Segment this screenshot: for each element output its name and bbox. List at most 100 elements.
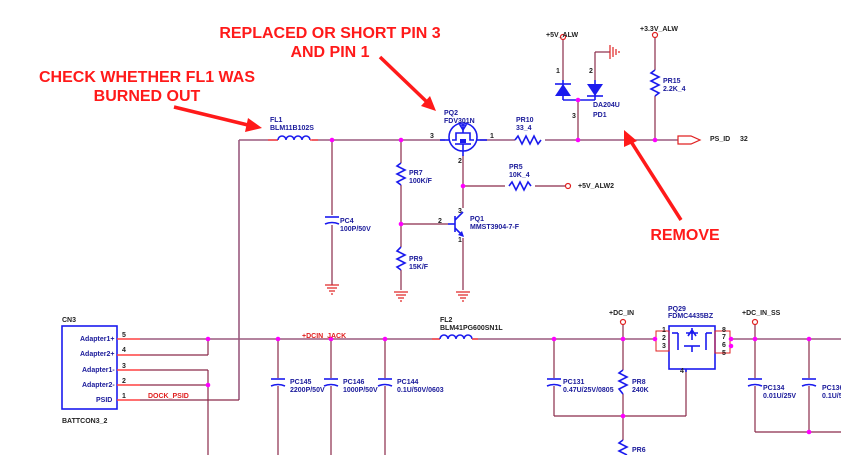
- ground-icon: [456, 291, 470, 302]
- power-node-dc-in: [619, 318, 627, 326]
- pr7-ref: PR7: [409, 170, 423, 177]
- net-ps-id-page: 32: [740, 136, 748, 143]
- pc136-capacitor[interactable]: [801, 378, 817, 387]
- pc144-capacitor[interactable]: [377, 378, 393, 387]
- pr8-resistor[interactable]: [617, 369, 629, 395]
- pq29-mosfet[interactable]: [655, 325, 731, 372]
- pq1-value: MMST3904-7-F: [470, 224, 520, 231]
- ps-id-offpage-connector[interactable]: [677, 135, 702, 145]
- fl2-value: BLM41PG600SN1L: [440, 325, 503, 332]
- pq29-value: FDMC4435BZ: [668, 313, 714, 320]
- pc136-value: 0.1U/5: [822, 393, 841, 400]
- pq29-ref: PQ29: [668, 306, 686, 313]
- power-node-5v-alw2: [564, 182, 572, 190]
- pr5-ref: PR5: [509, 164, 523, 171]
- pq29-pin: 6: [722, 342, 726, 349]
- cn3-pin-name: Adapter1+: [80, 336, 115, 343]
- pd1-pin-1: 1: [556, 68, 560, 75]
- pc131-value: 0.47U/25V/0805: [563, 387, 614, 394]
- cn3-pin-name: PSID: [96, 397, 113, 404]
- pr6-ref: PR6: [632, 447, 646, 454]
- arrow-to-fl1: [173, 105, 262, 132]
- power-node-dc-in-ss: [751, 318, 759, 326]
- net-dcin-jack: +DCIN_JACK: [302, 333, 347, 340]
- pq29-pin: 7: [722, 334, 726, 341]
- pc4-capacitor[interactable]: [324, 216, 340, 225]
- pc145-capacitor[interactable]: [270, 378, 286, 387]
- pc146-ref: PC146: [343, 379, 365, 386]
- pc136-ref: PC136: [822, 385, 841, 392]
- net-dc-in: +DC_IN: [609, 310, 635, 317]
- pr10-value: 33_4: [516, 125, 532, 132]
- pr7-value: 100K/F: [409, 178, 432, 185]
- upper-wires: [238, 38, 678, 400]
- pc144-value: 0.1U/50V/0603: [397, 387, 444, 394]
- pq2-mosfet[interactable]: [440, 122, 487, 156]
- fl1-ref: FL1: [270, 117, 283, 124]
- cn3-pin-num: 5: [122, 332, 126, 339]
- pr10-resistor[interactable]: [514, 134, 542, 146]
- pc131-ref: PC131: [563, 379, 585, 386]
- pc131-capacitor[interactable]: [546, 378, 562, 387]
- pr7-resistor[interactable]: [395, 162, 407, 186]
- pr8-value: 240K: [632, 387, 649, 394]
- junction-dots: [205, 97, 812, 435]
- pc134-ref: PC134: [763, 385, 785, 392]
- pd1-pin-3: 3: [572, 113, 576, 120]
- pc134-value: 0.01U/25V: [763, 393, 797, 400]
- pd1-pin-2: 2: [589, 68, 593, 75]
- net-3v3-alw: +3.3V_ALW: [640, 26, 678, 33]
- cn3-ref: CN3: [62, 317, 77, 324]
- cn3-pin-num: 1: [122, 393, 126, 400]
- pq2-ref: PQ2: [444, 110, 459, 117]
- arrow-to-pq2: [378, 55, 436, 111]
- pr8-ref: PR8: [632, 379, 646, 386]
- pc146-value: 1000P/50V: [343, 387, 378, 394]
- pc146-capacitor[interactable]: [323, 378, 339, 387]
- pc134-capacitor[interactable]: [747, 378, 763, 387]
- pq29-pin: 4: [680, 368, 684, 375]
- pr5-value: 10K_4: [509, 172, 530, 179]
- pr10-ref: PR10: [516, 117, 534, 124]
- lower-wires: [140, 325, 841, 455]
- net-ps-id: PS_ID: [710, 136, 731, 143]
- pr15-ref: PR15: [663, 78, 681, 85]
- pr9-resistor[interactable]: [395, 246, 407, 271]
- cn3-pin-num: 2: [122, 378, 126, 385]
- ground-icon: [609, 45, 620, 59]
- pc4-ref: PC4: [340, 218, 354, 225]
- pr5-resistor[interactable]: [508, 180, 532, 192]
- pr6-resistor[interactable]: [617, 439, 629, 455]
- pq29-pin: 3: [662, 343, 666, 350]
- pd1-ref: PD1: [593, 112, 607, 119]
- cn3-pin-name: Adapter1-: [82, 367, 115, 374]
- fl2-inductor[interactable]: [432, 334, 478, 340]
- pq29-pin: 1: [662, 327, 666, 334]
- ground-icon: [325, 284, 339, 295]
- pq1-ref: PQ1: [470, 216, 485, 223]
- pr9-ref: PR9: [409, 256, 423, 263]
- pd1-diode[interactable]: [555, 80, 603, 100]
- annotation-replace-pq2-line1: REPLACED OR SHORT PIN 3: [219, 25, 441, 42]
- annotation-replace-pq2: REPLACED OR SHORT PIN 3 AND PIN 1: [210, 24, 450, 62]
- power-node-3v3-alw: [651, 31, 659, 39]
- fl1-inductor[interactable]: [268, 135, 318, 141]
- pq2-pin-2: 2: [458, 158, 462, 165]
- pr15-resistor[interactable]: [649, 69, 661, 97]
- ground-symbols: [325, 45, 620, 302]
- annotation-replace-pq2-line2: AND PIN 1: [290, 44, 370, 61]
- annotation-check-fl1: CHECK WHETHER FL1 WAS BURNED OUT: [22, 68, 272, 106]
- pd1-value: DA204U: [593, 102, 620, 109]
- pq29-pin: 2: [662, 335, 666, 342]
- cn3-connector[interactable]: [61, 325, 140, 410]
- pq1-pin-2: 2: [438, 218, 442, 225]
- power-nodes: [559, 31, 759, 326]
- pq1-transistor[interactable]: [448, 211, 464, 237]
- net-5v-alw2: +5V_ALW2: [578, 183, 614, 190]
- power-node-5v-alw: [559, 33, 567, 41]
- cn3-pin-name: Adapter2-: [82, 382, 115, 389]
- pr9-value: 15K/F: [409, 264, 429, 271]
- pq29-pin: 8: [722, 327, 726, 334]
- pc145-ref: PC145: [290, 379, 312, 386]
